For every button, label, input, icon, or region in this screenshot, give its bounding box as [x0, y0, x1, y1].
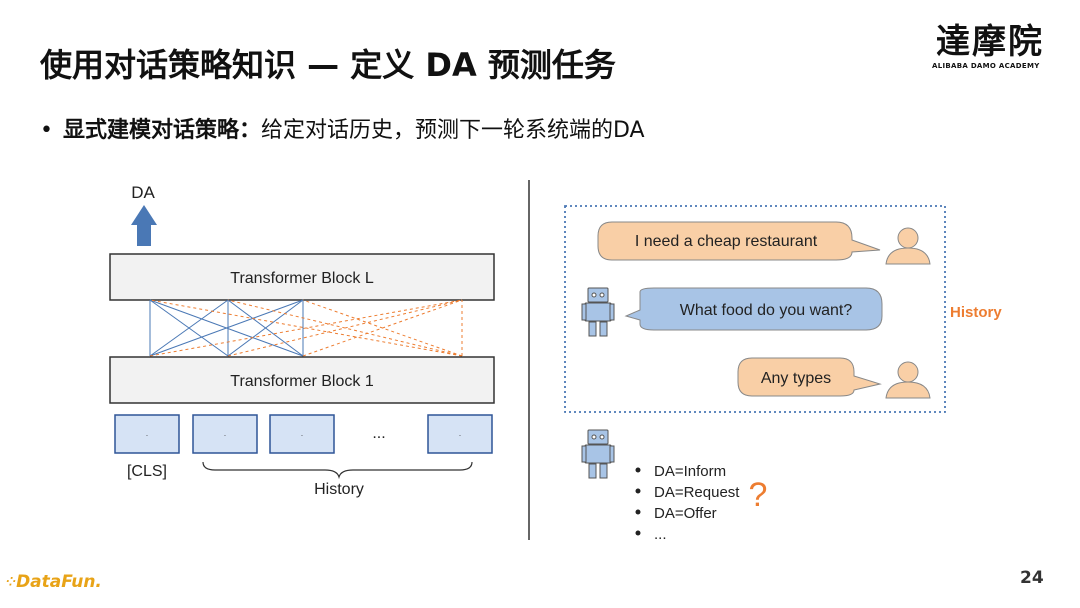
da-option: DA=Offer: [654, 505, 717, 522]
input-tokens: . . . ... .: [114, 414, 493, 454]
bullet-bold-text: 显式建模对话策略：: [62, 118, 261, 143]
attention-lines-solid: [149, 299, 304, 357]
da-option: ...: [654, 526, 667, 543]
slide-title: 使用对话策略知识 — 定义 DA 预测任务: [40, 46, 616, 84]
da-option: DA=Request: [654, 484, 740, 501]
history-box: [564, 205, 946, 413]
token: [192, 414, 258, 454]
history-label-right: History: [950, 304, 1002, 321]
user-avatar-icon: [885, 361, 931, 399]
transformer-block-l: [109, 253, 495, 301]
cls-label: [CLS]: [127, 463, 167, 480]
token: [427, 414, 493, 454]
robot-icon: [581, 429, 615, 479]
message-text: Any types: [761, 370, 831, 387]
message-bubble-2: What food do you want?: [624, 287, 883, 331]
user-avatar-icon: [885, 227, 931, 265]
history-brace: [202, 461, 473, 480]
token-dot: .: [459, 429, 461, 438]
da-output-label: DA: [131, 183, 155, 202]
token-cls: [114, 414, 180, 454]
bullet-point: • 显式建模对话策略：给定对话历史，预测下一轮系统端的DA: [40, 112, 645, 144]
token-dot: .: [301, 429, 303, 438]
da-option: DA=Inform: [654, 463, 726, 480]
token-dot: .: [146, 429, 148, 438]
datafun-brand: DataFun.: [16, 572, 102, 592]
transformer-block-1-label: Transformer Block 1: [230, 373, 374, 390]
bullet-text: 给定对话历史，预测下一轮系统端的DA: [261, 118, 645, 143]
message-text: What food do you want?: [680, 302, 853, 319]
history-label-left: History: [314, 481, 364, 498]
page-number: 24: [1020, 568, 1044, 588]
bullet-dot: •: [40, 118, 53, 143]
transformer-block-l-label: Transformer Block L: [230, 270, 374, 287]
token-dot: .: [224, 429, 226, 438]
logo-chinese: 達摩院: [936, 22, 1044, 62]
question-mark: ?: [749, 476, 768, 514]
datafun-logo: ⁘DataFun.: [6, 572, 102, 592]
da-options-list: DA=Inform DA=Request DA=Offer ...: [635, 463, 740, 543]
token-ellipsis: ...: [372, 425, 385, 442]
token: [269, 414, 335, 454]
robot-icon: [581, 287, 615, 337]
message-bubble-3: Any types: [737, 357, 882, 397]
logo-english: ALIBABA DAMO ACADEMY: [932, 62, 1040, 70]
damo-logo: 達摩院 ALIBABA DAMO ACADEMY: [930, 14, 1065, 74]
transformer-block-1: [109, 356, 495, 404]
up-arrow-icon: [131, 205, 157, 246]
message-text: I need a cheap restaurant: [635, 233, 818, 250]
message-bubble-1: I need a cheap restaurant: [597, 221, 881, 261]
attention-lines-dashed: [149, 299, 463, 357]
